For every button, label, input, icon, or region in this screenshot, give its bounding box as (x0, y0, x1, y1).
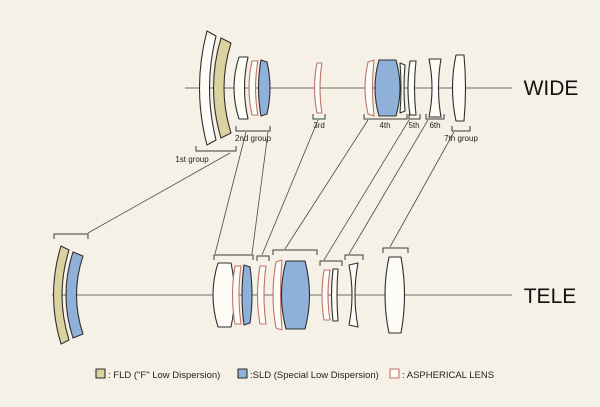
tele-group3-bracket (256, 255, 270, 261)
wide-group6-label: 6th (429, 121, 440, 130)
wide-group4-label: 4th (379, 121, 390, 130)
wide-group6-bracket (425, 114, 445, 120)
tele-g2-lens-aspherical (231, 265, 242, 325)
tele-g1-lens-sld (65, 251, 84, 339)
wide-g5-lens-normal (407, 60, 417, 116)
track-line-group6 (348, 119, 429, 255)
tele-group1-bracket (53, 233, 89, 239)
tele-g4-lens-aspherical (272, 259, 283, 331)
tele-g2-lens-sld (241, 264, 253, 326)
wide-group4-bracket (363, 114, 408, 120)
wide-group1-label: 1st group (175, 155, 209, 164)
track-line-group3 (261, 119, 319, 256)
legend-sld-swatch-icon (237, 368, 248, 379)
tele-g3-lens-aspherical (256, 265, 267, 325)
track-line-group7 (389, 131, 455, 248)
wide-group5-label: 5th (408, 121, 419, 130)
track-line-group2-right (251, 131, 269, 255)
tele-group2-bracket (213, 254, 254, 260)
wide-g4-lens-aspherical (364, 59, 375, 117)
tele-group6-bracket (344, 254, 364, 260)
wide-group7-bracket (451, 126, 471, 132)
tele-g7-lens-normal (384, 256, 406, 334)
wide-g4-lens-normal (399, 62, 406, 114)
tele-group4-bracket (272, 249, 318, 255)
tele-g6-lens-normal (348, 262, 359, 328)
wide-g3-lens-aspherical (313, 62, 323, 114)
tele-group5-bracket (319, 260, 343, 266)
wide-g2-lens-normal (233, 56, 249, 120)
tele-g2-lens-normal (212, 262, 236, 328)
legend-fld-swatch-icon (95, 368, 106, 379)
legend: : FLD ("F" Low Dispersion) :SLD (Special… (95, 368, 494, 381)
legend-aspherical-label: : ASPHERICAL LENS (402, 370, 494, 381)
tele-section: TELE (52, 233, 577, 345)
wide-g2-lens-sld (257, 59, 271, 117)
wide-group1-bracket (195, 146, 237, 152)
wide-section: 1st group 2nd group 3rd 4th 5th 6th 7th … (175, 30, 579, 164)
zoom-track-lines (87, 119, 455, 261)
wide-g1-lens-fld (213, 37, 232, 139)
wide-position-label: WIDE (524, 77, 579, 100)
track-line-group2-left (214, 131, 247, 255)
wide-group2-bracket (235, 126, 271, 132)
wide-group3-bracket (312, 114, 326, 120)
wide-g2-lens-aspherical (248, 60, 259, 116)
wide-g7-lens-normal (451, 54, 467, 122)
tele-g4-lens-sld (281, 260, 310, 330)
legend-sld-label: :SLD (Special Low Dispersion) (250, 370, 379, 381)
wide-group2-label: 2nd group (235, 134, 272, 143)
legend-fld-label: : FLD ("F" Low Dispersion) (108, 370, 220, 381)
wide-g4-lens-sld (374, 59, 401, 117)
track-line-group1 (87, 152, 231, 234)
tele-g5-lens-normal (330, 268, 339, 322)
track-line-group4 (284, 119, 369, 250)
wide-group7-label: 7th group (444, 134, 478, 143)
tele-group7-bracket (382, 247, 409, 253)
legend-aspherical-swatch-icon (389, 368, 400, 379)
tele-g5-lens-aspherical (321, 269, 331, 321)
tele-position-label: TELE (524, 285, 577, 308)
track-line-group5 (323, 119, 410, 261)
wide-g6-lens-normal (428, 58, 442, 118)
wide-group3-label: 3rd (313, 121, 325, 130)
wide-g1-lens-normal (199, 30, 217, 146)
tele-g1-lens-fld (53, 245, 70, 345)
wide-group5-bracket (408, 114, 421, 120)
